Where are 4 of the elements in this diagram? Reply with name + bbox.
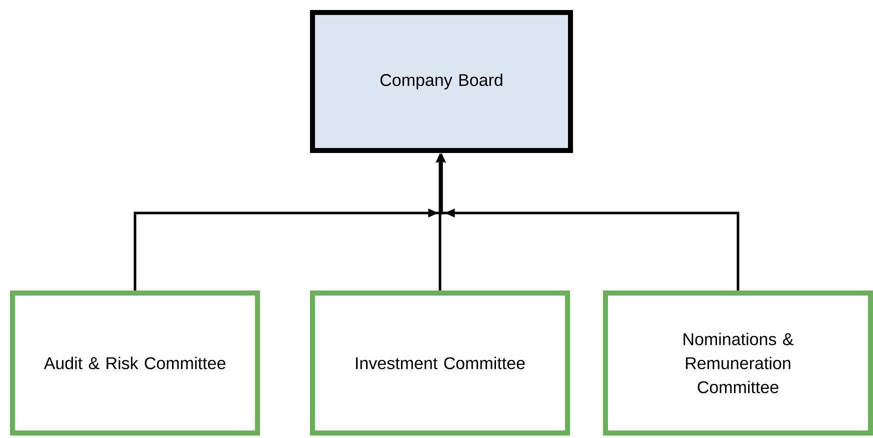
committee-box: Nominations & Remuneration Committee (603, 290, 873, 436)
board-box: Company Board (310, 10, 573, 153)
committee-box: Audit & Risk Committee (10, 290, 260, 436)
committee-box: Investment Committee (310, 290, 570, 436)
